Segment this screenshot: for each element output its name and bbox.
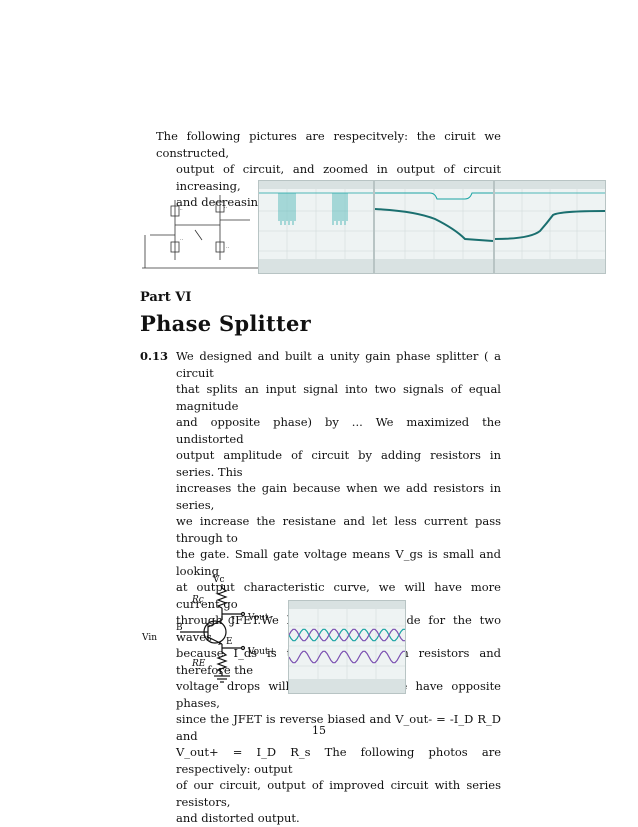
body-line: We designed and built a unity gain phase… bbox=[176, 349, 501, 380]
svg-text:..: .. bbox=[180, 236, 184, 242]
label-re: RE bbox=[191, 659, 206, 669]
scope-capture-phase-splitter bbox=[288, 600, 406, 694]
waveform-input bbox=[289, 650, 405, 664]
label-vout-minus: Vout- bbox=[247, 613, 272, 623]
svg-text:...: ... bbox=[178, 206, 183, 212]
label-b: B bbox=[176, 623, 183, 633]
jfet-circuit-sketch: ... .. .. .. bbox=[140, 180, 260, 272]
waveform-vout-plus bbox=[289, 628, 405, 642]
label-c: C bbox=[228, 617, 235, 627]
part-label: Part VI bbox=[140, 290, 192, 305]
body-line: since the JFET is reverse biased and V_o… bbox=[176, 712, 501, 743]
body-line: and opposite phase) by ... We maximized … bbox=[176, 415, 501, 446]
phase-splitter-schematic: Vc Rc C B E RE Vin Vout- Vout+ bbox=[140, 572, 290, 690]
body-line: output amplitude of circuit by adding re… bbox=[176, 448, 501, 479]
intro-paragraph: The following pictures are respecitvely:… bbox=[156, 128, 501, 211]
scope-capture-output bbox=[258, 180, 374, 274]
body-line: the gate. Small gate voltage means V_gs … bbox=[176, 547, 501, 578]
intro-line: output of circuit, and zoomed in output … bbox=[176, 162, 501, 193]
section-body: We designed and built a unity gain phase… bbox=[176, 348, 501, 827]
svg-text:..: .. bbox=[226, 244, 230, 250]
scope-capture-decreasing bbox=[494, 180, 606, 274]
page-number: 15 bbox=[312, 724, 326, 737]
waveform-vout-minus bbox=[289, 628, 405, 642]
label-vout-plus: Vout+ bbox=[247, 647, 276, 657]
section-title: Phase Splitter bbox=[140, 311, 311, 336]
body-line: at output characteristic curve, we will … bbox=[176, 580, 501, 611]
label-e: E bbox=[226, 637, 233, 647]
body-line: that splits an input signal into two sig… bbox=[176, 382, 501, 413]
label-vin: Vin bbox=[141, 633, 157, 643]
intro-line: The following pictures are respecitvely:… bbox=[156, 129, 501, 160]
body-line: and distorted output. bbox=[176, 811, 300, 825]
body-line: we increase the resistane and let less c… bbox=[176, 514, 501, 545]
label-rc: Rc bbox=[191, 595, 204, 605]
body-line: V_out+ = I_D R_s The following photos ar… bbox=[176, 745, 501, 776]
section-number: 0.13 bbox=[140, 349, 169, 363]
body-line: of our circuit, output of improved circu… bbox=[176, 778, 501, 809]
svg-text:..: .. bbox=[224, 204, 228, 210]
scope-capture-increasing bbox=[374, 180, 494, 274]
body-line: increases the gain because when we add r… bbox=[176, 481, 501, 512]
label-vc: Vc bbox=[212, 575, 225, 585]
